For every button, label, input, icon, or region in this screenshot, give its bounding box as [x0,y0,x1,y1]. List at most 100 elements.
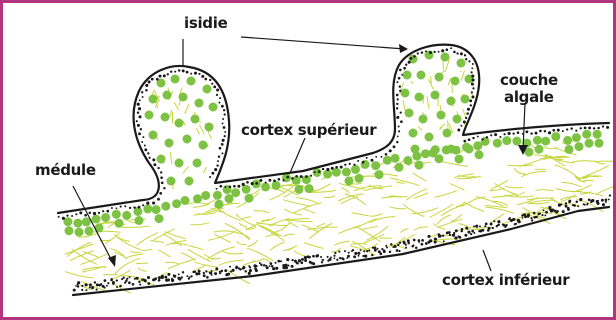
cortex-dot [141,91,143,93]
cortex-dot [160,171,162,173]
cortex-dot [460,52,463,55]
cortex-dot [379,252,382,255]
cortex-dot [137,103,140,106]
cortex-dot [265,265,267,267]
label-cortex-inferieur: cortex inférieur [442,271,570,289]
cortex-dot [190,73,192,75]
cortex-dot [548,206,551,209]
cortex-dot [353,255,356,258]
hypha [243,261,255,265]
hypha [462,71,465,80]
hypha [168,259,196,269]
algal-cell [465,145,474,154]
algal-cell [152,205,161,214]
cortex-dot [494,133,497,136]
cortex-dot [509,217,511,219]
cortex-dot [152,158,155,161]
algal-cell [405,109,414,118]
cortex-dot [215,267,218,270]
hypha [151,240,164,242]
cortex-dot [310,175,312,177]
cortex-dot [584,204,586,206]
cortex-dot [471,96,474,99]
cortex-dot [273,179,276,182]
cortex-dot [357,252,360,255]
cortex-dot [206,276,209,279]
cortex-dot [429,51,432,54]
hypha [212,258,221,259]
cortex-dot [465,58,467,60]
hypha [364,234,384,243]
hypha [317,223,325,226]
cortex-dot [138,107,141,110]
cortex-dot [107,282,109,284]
cortex-dot [178,277,181,280]
cortex-dot [269,265,271,267]
hypha [486,207,514,213]
cortex-dot [557,129,560,132]
hypha [491,181,508,190]
hypha [185,104,189,113]
cortex-dot [329,258,332,261]
algal-cell [411,145,420,154]
algal-cell [187,77,196,86]
cortex-dot [464,234,467,237]
cortex-dot [562,210,565,213]
cortex-dot [326,168,329,171]
algal-cell [481,137,490,146]
cortex-dot [442,235,444,237]
cortex-dot [453,232,455,234]
cortex-dot [77,285,79,287]
cortex-dot [167,273,170,276]
hypha [258,225,279,235]
cortex-dot [73,289,75,291]
cortex-dot [211,274,213,276]
cortex-dot [163,187,165,189]
cortex-dot [248,272,251,275]
hypha [403,205,424,217]
cortex-dot [147,276,150,279]
cortex-dot [453,51,456,54]
cortex-dot [472,87,474,89]
cortex-dot [224,186,226,188]
hypha [536,190,553,191]
cortex-dot [209,176,211,178]
cortex-dot [137,124,140,127]
cortex-dot [106,285,108,287]
cortex-dot [66,214,68,216]
algal-cell [383,156,392,165]
hypha [170,152,172,163]
cortex-dot [271,265,273,267]
cortex-dot [145,84,148,87]
cortex-dot [89,283,92,286]
cortex-dot [441,49,444,52]
cortex-dot [110,279,113,282]
hypha [207,247,234,259]
cortex-dot [427,235,430,238]
cortex-dot [556,210,559,213]
cortex-dot [249,269,252,272]
hypha [437,215,451,224]
cortex-dot [421,51,423,53]
cortex-dot [374,247,377,250]
cortex-dot [233,185,236,188]
hypha [441,205,464,216]
hypha [195,262,217,267]
algal-cell [425,133,434,142]
cortex-dot [81,285,83,287]
cortex-dot [374,249,377,252]
cortex-dot [156,78,159,81]
cortex-dot [203,272,205,274]
cortex-dot [342,258,344,260]
cortex-dot [153,163,156,166]
cortex-dot [586,204,588,206]
cortex-dot [144,280,147,283]
cortex-dot [161,181,164,184]
cortex-dot [75,213,77,215]
algal-cell [185,177,194,186]
hypha [448,78,450,84]
cortex-dot [255,182,258,185]
cortex-dot [160,176,163,179]
cortex-dot [459,236,462,239]
algal-cell [342,168,351,177]
